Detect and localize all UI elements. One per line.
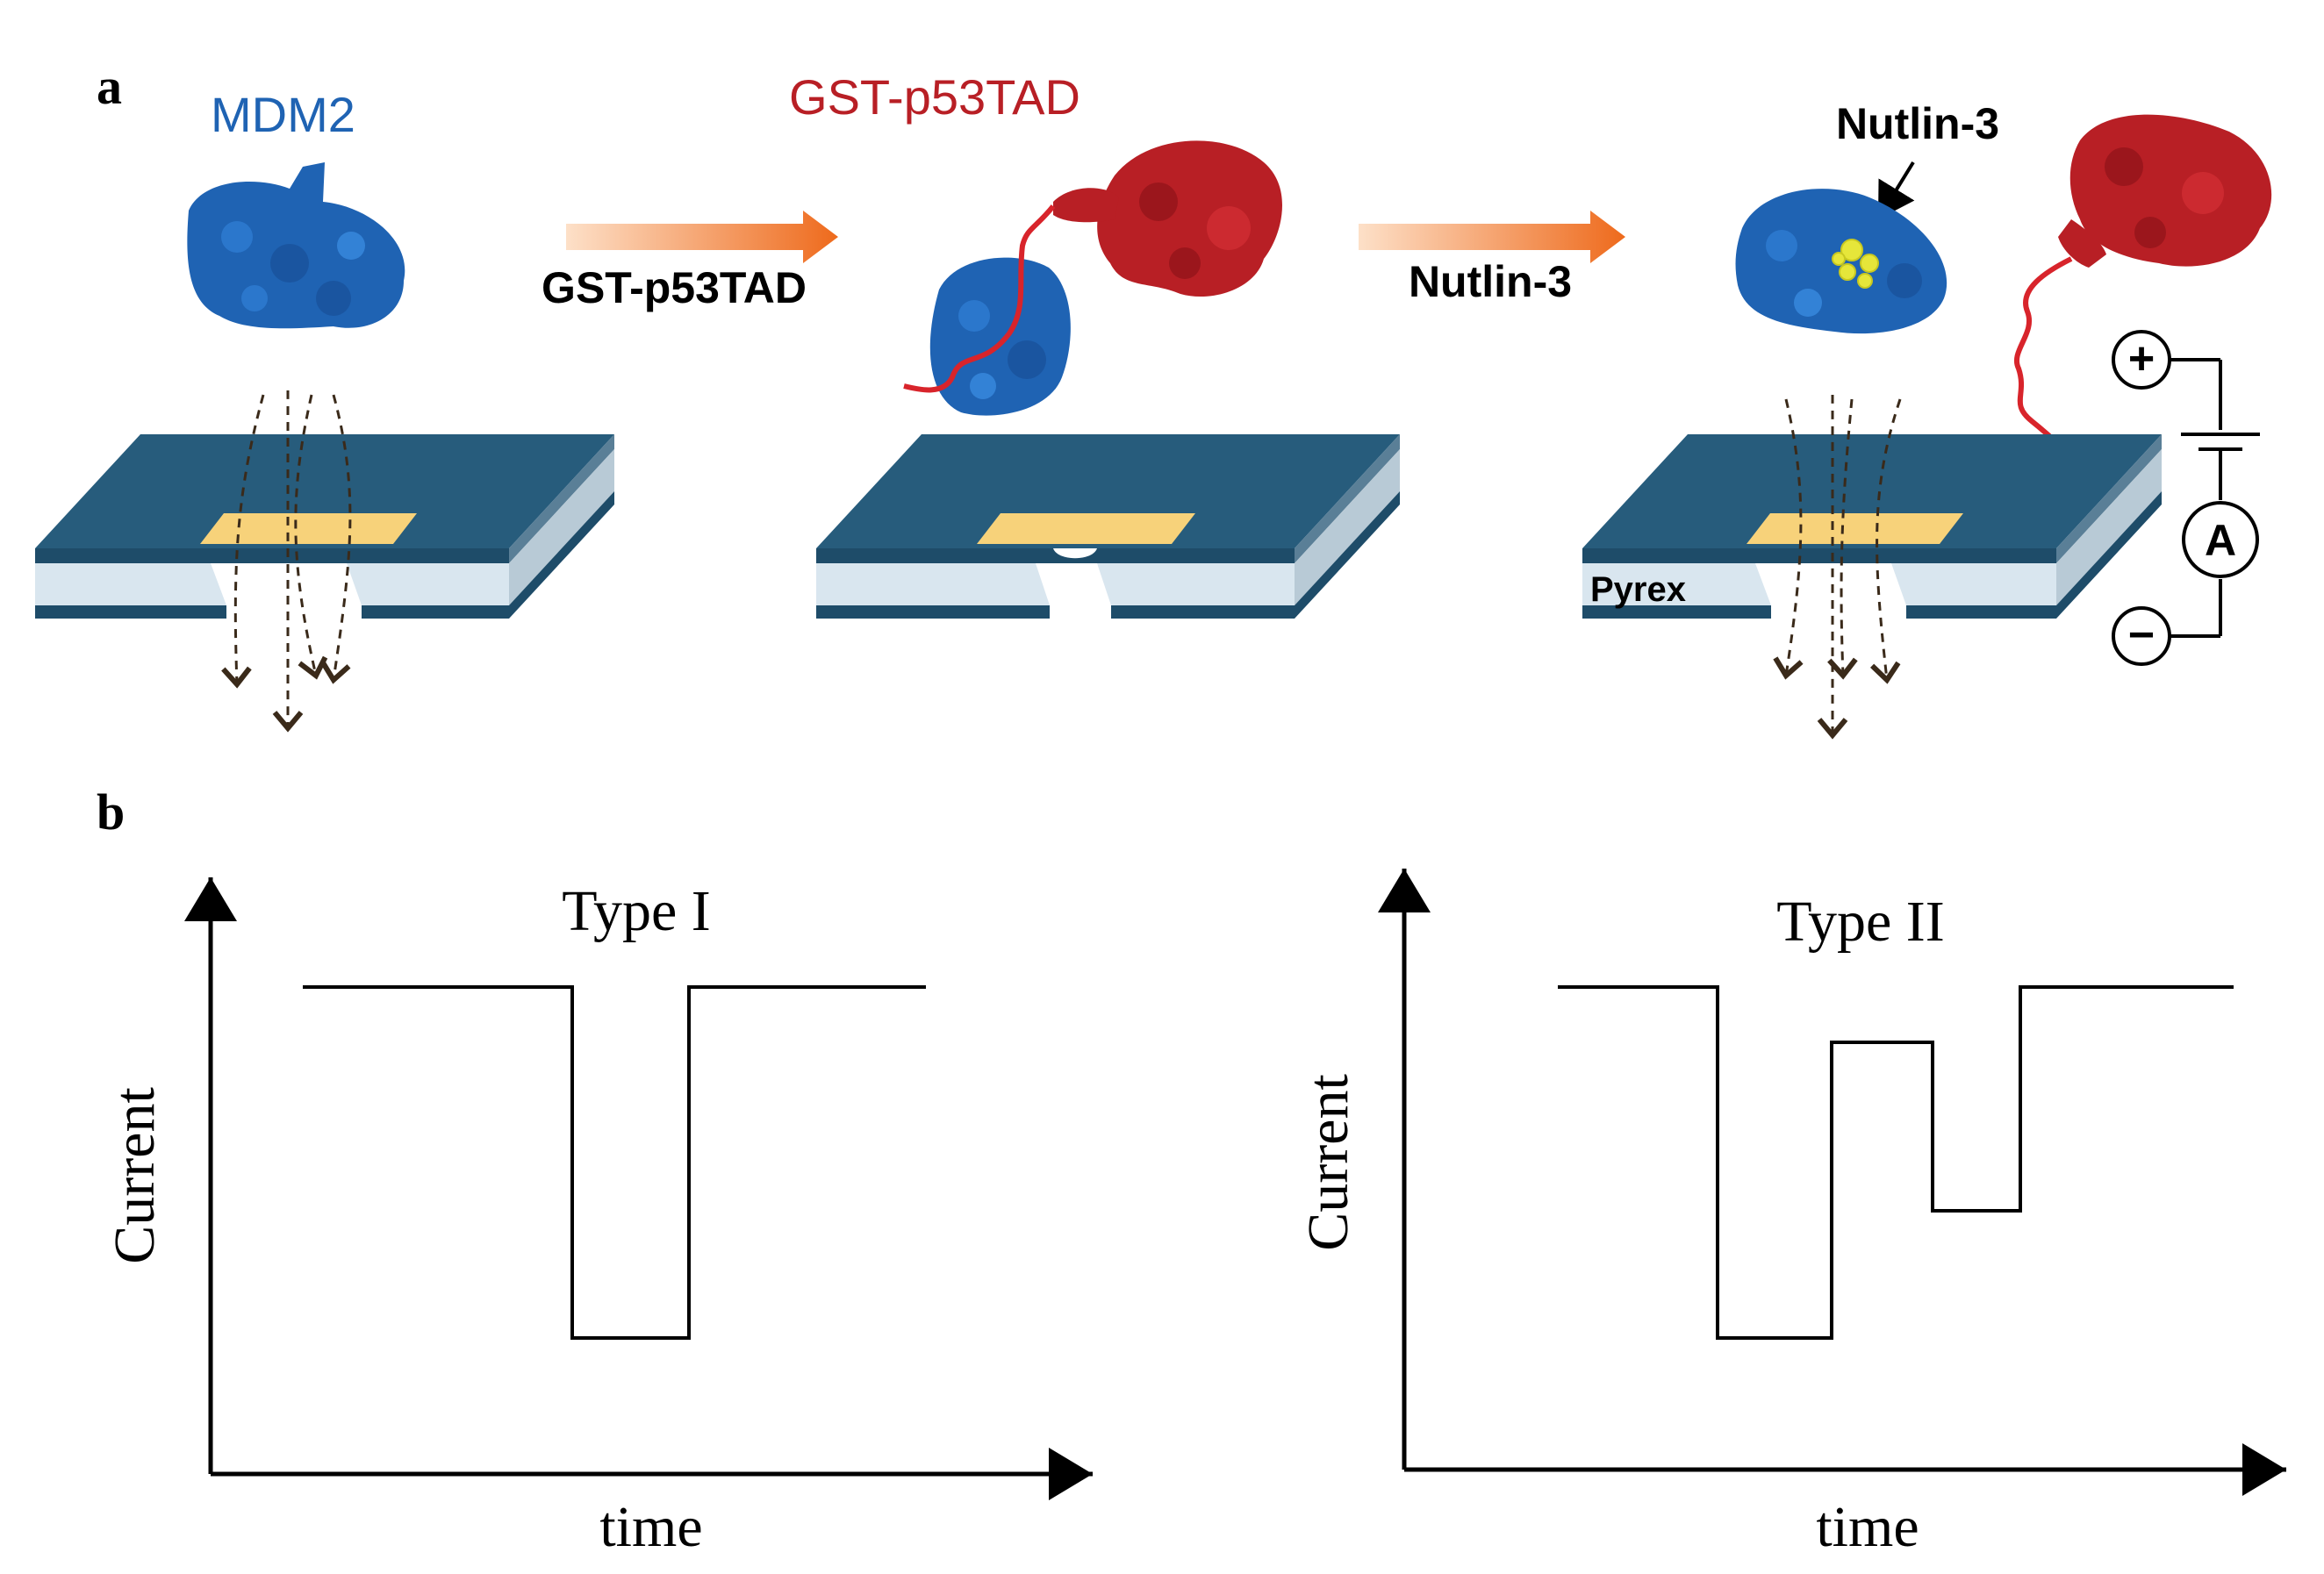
plus-symbol: + xyxy=(2128,333,2155,384)
type1-ylabel: Current xyxy=(103,1087,167,1264)
measurement-circuit xyxy=(2168,358,2260,638)
nutlin3-molecule xyxy=(1832,239,1879,289)
positive-terminal: + xyxy=(2112,330,2171,390)
mdm2-protein-2 xyxy=(929,257,1071,416)
ammeter-icon: A xyxy=(2182,501,2259,578)
type2-xlabel: time xyxy=(1816,1495,1919,1559)
mdm2-protein-1 xyxy=(187,162,405,329)
gst-p53tad-label: GST-p53TAD xyxy=(789,69,1080,125)
ion-flow-lines-1 xyxy=(221,390,352,733)
nutlin3-label: Nutlin-3 xyxy=(1836,99,1999,148)
minus-symbol: − xyxy=(2128,610,2155,661)
type1-plot: Type I Current time xyxy=(103,877,1093,1559)
p53-gst-protein xyxy=(1053,140,1282,297)
arrow2-label: Nutlin-3 xyxy=(1409,257,1572,306)
arrow1-label: GST-p53TAD xyxy=(542,263,807,312)
panel-b-label: b xyxy=(97,783,125,841)
nanopore-chip-1 xyxy=(35,434,614,619)
ammeter-symbol: A xyxy=(2205,516,2236,565)
type2-plot: Type II Current time xyxy=(1296,869,2286,1559)
reaction-arrow-2 xyxy=(1359,211,1625,263)
type1-title: Type I xyxy=(562,879,710,943)
negative-terminal: − xyxy=(2112,606,2171,666)
p53-tad-chain-1 xyxy=(903,204,1056,393)
electrode-1 xyxy=(200,513,417,544)
reaction-arrow-1 xyxy=(566,211,838,263)
type2-ylabel: Current xyxy=(1296,1074,1360,1251)
mdm2-label: MDM2 xyxy=(211,87,355,142)
p53-free-protein xyxy=(2058,114,2272,268)
type2-title: Type II xyxy=(1776,890,1944,954)
type1-current-trace xyxy=(303,985,926,1340)
nanopore-chip-3 xyxy=(1582,434,2162,619)
pyrex-label: Pyrex xyxy=(1590,570,1686,609)
electrode-2 xyxy=(977,513,1195,544)
type2-current-trace xyxy=(1558,985,2234,1340)
panel-a-label: a xyxy=(97,58,122,115)
ion-flow-lines-3 xyxy=(1773,395,1902,740)
electrode-3 xyxy=(1747,513,1963,544)
nanopore-chip-2 xyxy=(816,434,1400,619)
type1-xlabel: time xyxy=(599,1495,702,1559)
